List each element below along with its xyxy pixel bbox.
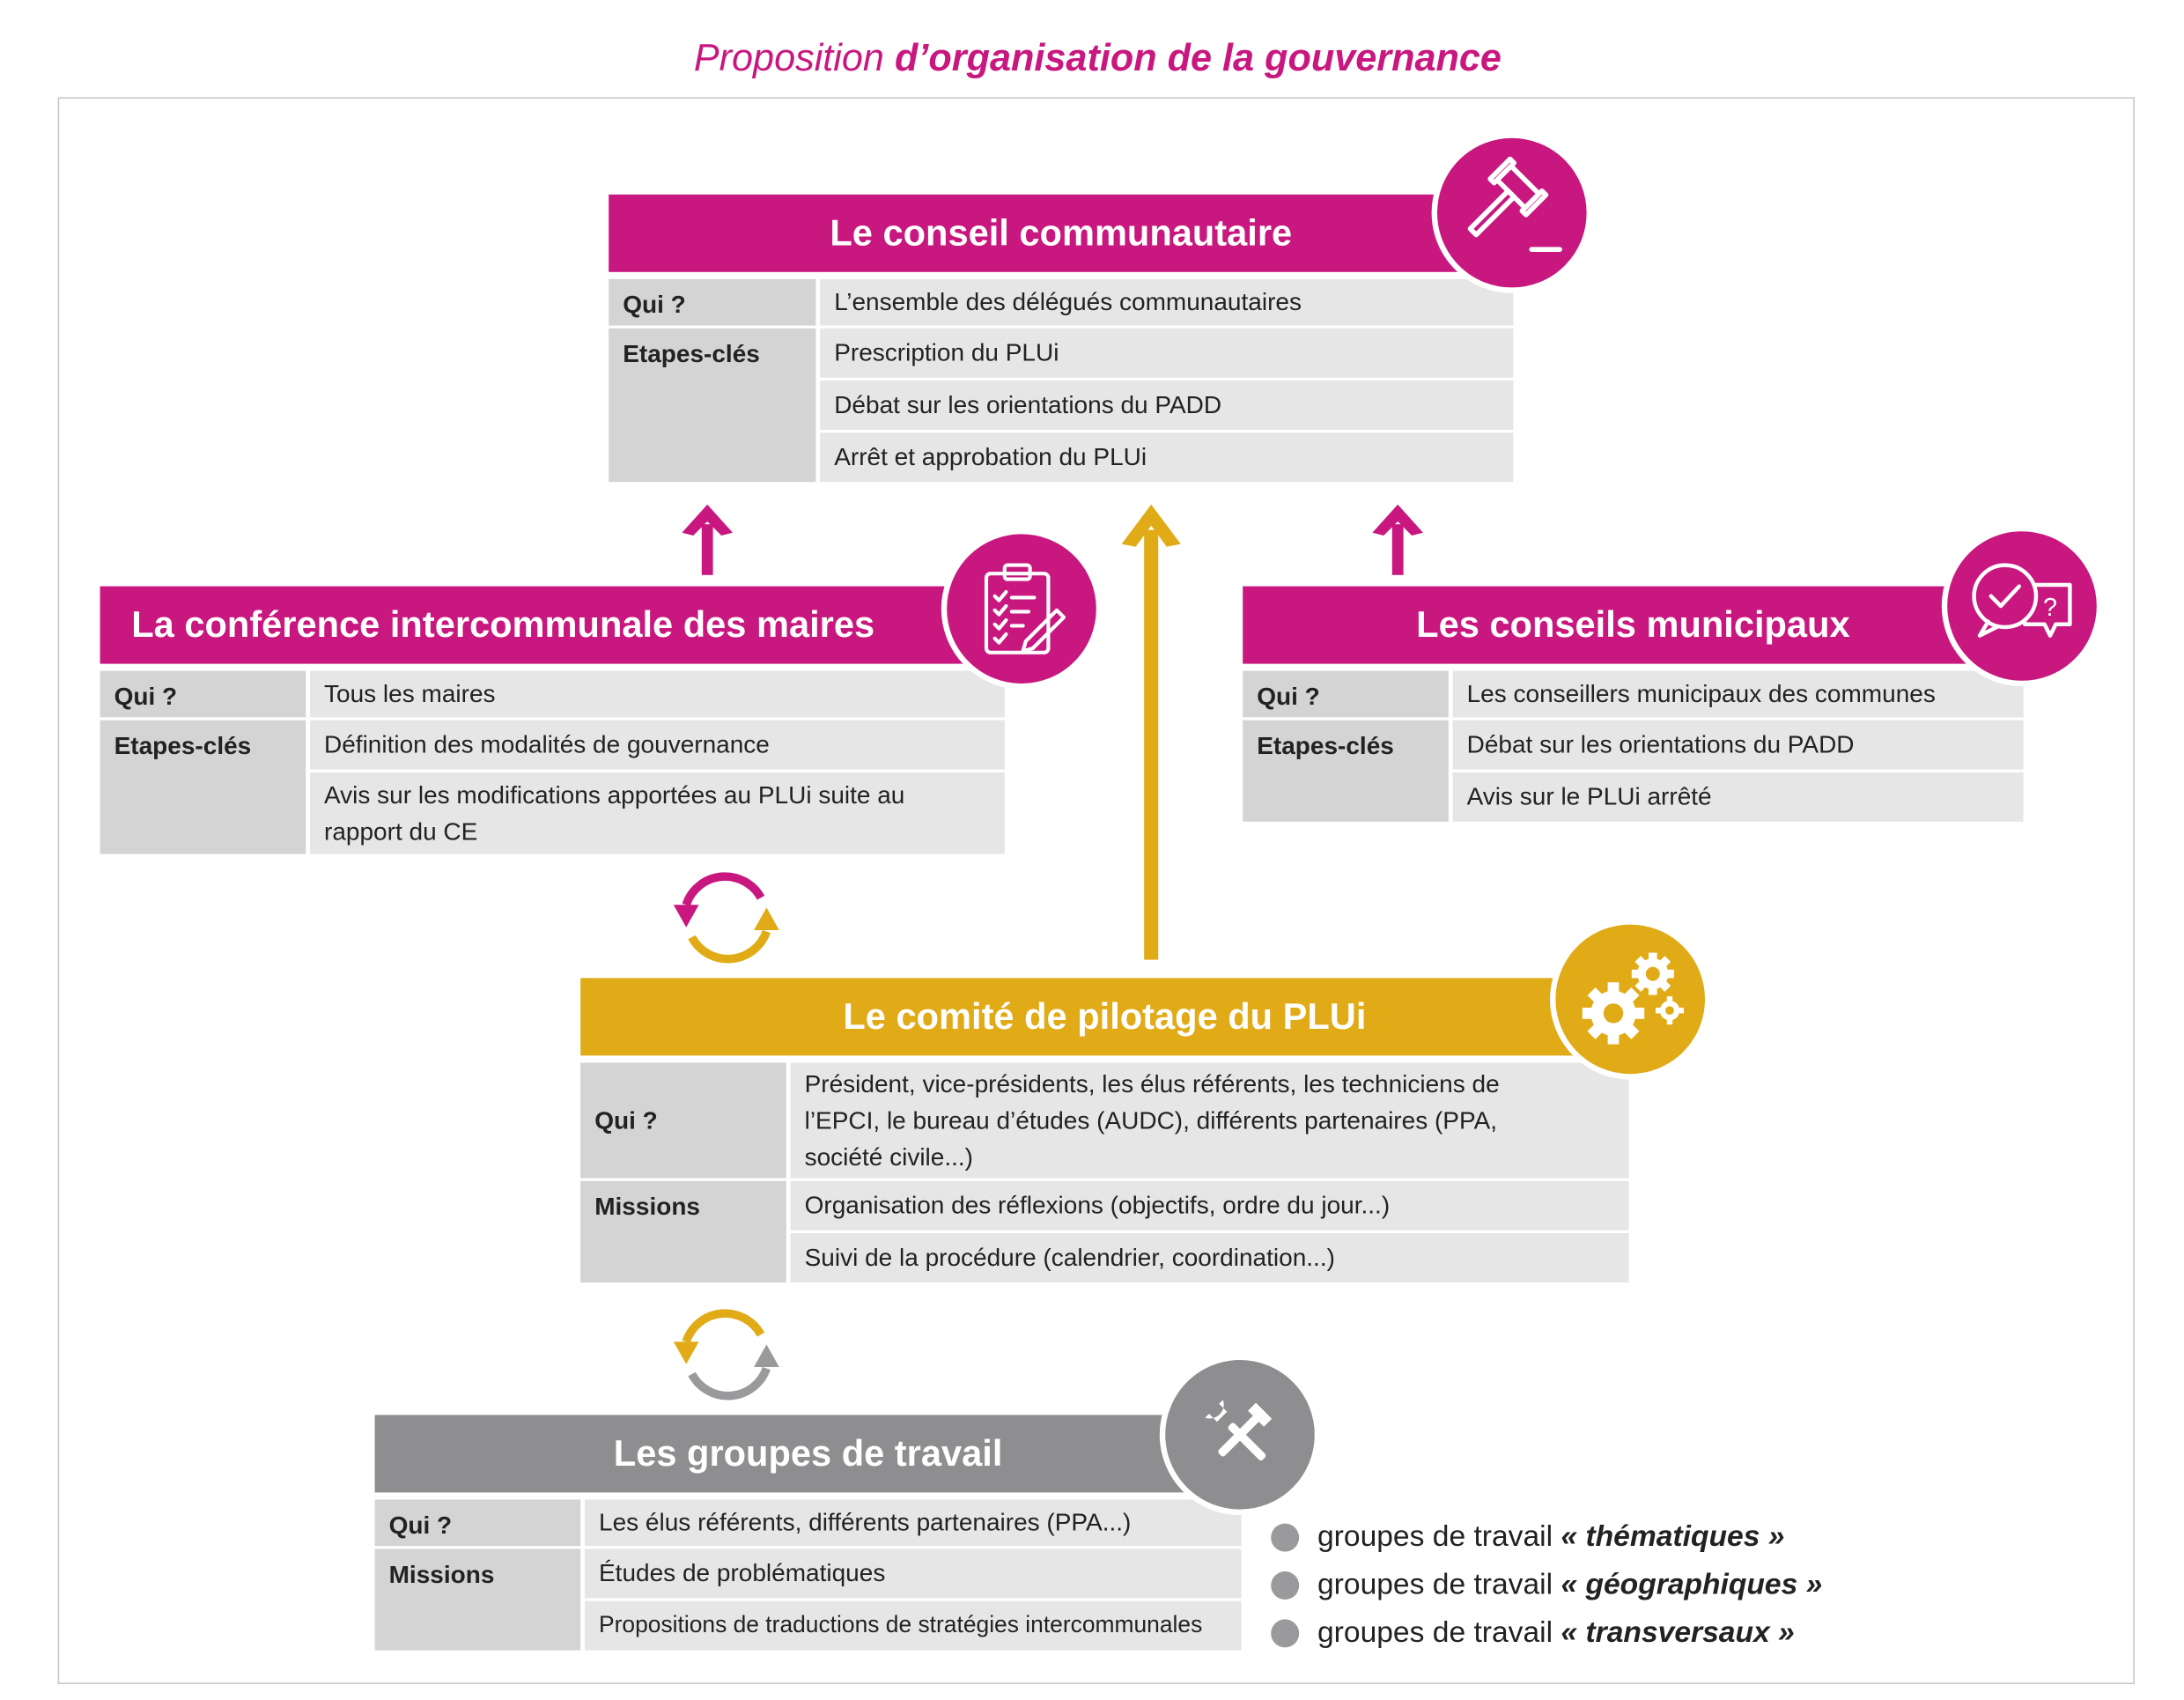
table-row: Missions Études de problématiques (374, 1546, 1242, 1651)
groupes-travail-heading: Les groupes de travail (374, 1415, 1242, 1493)
table-row: Missions Organisation des réflexions (ob… (580, 1178, 1629, 1282)
gears-icon (1550, 919, 1711, 1080)
etape-item: Débat sur les orientations du PADD (820, 377, 1514, 430)
mission-item: Études de problématiques (585, 1546, 1242, 1599)
qui-label: Qui ? (100, 668, 310, 718)
legend: groupes de travail « thématiques » group… (1271, 1513, 1822, 1657)
title-normal: Proposition (693, 36, 884, 79)
missions-label: Missions (580, 1178, 791, 1282)
legend-prefix: groupes de travail (1317, 1616, 1553, 1649)
title-bold: d’organisation de la gouvernance (895, 36, 1502, 79)
etapes-label: Etapes-clés (100, 717, 310, 854)
clipboard-checklist-icon (941, 528, 1103, 690)
etapes-label: Etapes-clés (1243, 717, 1453, 822)
etape-item: Avis sur les modifications apportées au … (310, 769, 1005, 854)
qui-value: L’ensemble des délégués communautaires (820, 276, 1514, 326)
etape-item: Prescription du PLUi (820, 325, 1514, 378)
conseil-communautaire-box: Le conseil communautaire Qui ? L’ensembl… (609, 194, 1514, 483)
legend-qualifier: « transversaux » (1561, 1616, 1795, 1649)
qui-value: Tous les maires (310, 668, 1005, 718)
legend-dot (1271, 1523, 1300, 1552)
legend-prefix: groupes de travail (1317, 1568, 1553, 1601)
comite-pilotage-table: Qui ? Président, vice-présidents, les él… (580, 1060, 1629, 1282)
table-row: Avis sur le PLUi arrêté (1243, 769, 2024, 822)
mission-item: Organisation des réflexions (objectifs, … (790, 1178, 1629, 1231)
table-row: Etapes-clés Définition des modalités de … (100, 717, 1005, 854)
legend-dot (1271, 1619, 1300, 1648)
tools-icon (1159, 1354, 1321, 1515)
svg-text:?: ? (2043, 594, 2057, 622)
legend-qualifier: « géographiques » (1561, 1568, 1823, 1601)
missions-label: Missions (374, 1546, 585, 1651)
mission-item: Suivi de la procédure (calendrier, coord… (790, 1230, 1629, 1282)
conseils-municipaux-box: Les conseils municipaux Qui ? Les consei… (1243, 586, 2024, 822)
qui-value: Les élus référents, différents partenair… (585, 1497, 1242, 1547)
conference-maires-box: La conférence intercommunale des maires … (100, 586, 1005, 854)
table-row: Suivi de la procédure (calendrier, coord… (580, 1230, 1629, 1282)
qui-label: Qui ? (1243, 668, 1453, 718)
qui-label: Qui ? (580, 1060, 791, 1179)
qui-value: Président, vice-présidents, les élus réf… (790, 1060, 1629, 1179)
cycle-icon-magenta-gold (673, 872, 779, 964)
conseils-municipaux-table: Qui ? Les conseillers municipaux des com… (1243, 668, 2024, 822)
gavel-icon (1431, 132, 1592, 293)
conseils-municipaux-heading: Les conseils municipaux (1243, 586, 2024, 664)
legend-item-transversaux: groupes de travail « transversaux » (1271, 1609, 1822, 1657)
etape-item: Définition des modalités de gouvernance (310, 717, 1005, 770)
legend-item-thematiques: groupes de travail « thématiques » (1271, 1513, 1822, 1561)
conseil-communautaire-heading-text: Le conseil communautaire (830, 211, 1293, 254)
diagram-frame (57, 97, 2135, 1684)
conference-maires-table: Qui ? Tous les maires Etapes-clés Défini… (100, 668, 1005, 854)
groupes-travail-box: Les groupes de travail Qui ? Les élus ré… (374, 1415, 1242, 1651)
etape-item: Arrêt et approbation du PLUi (820, 430, 1514, 483)
legend-prefix: groupes de travail (1317, 1520, 1553, 1554)
mission-item: Propositions de traductions de stratégie… (585, 1598, 1242, 1651)
legend-dot (1271, 1571, 1300, 1600)
legend-qualifier: « thématiques » (1561, 1520, 1785, 1554)
table-row: Etapes-clés Prescription du PLUi (609, 325, 1514, 483)
table-row: Qui ? L’ensemble des délégués communauta… (609, 276, 1514, 326)
arrow-comite-to-conseil (1121, 504, 1181, 960)
etape-item: Avis sur le PLUi arrêté (1452, 769, 2024, 822)
comite-pilotage-heading: Le comité de pilotage du PLUi (580, 978, 1629, 1056)
speech-bubbles-icon: ? (1941, 525, 2103, 687)
table-row: Avis sur les modifications apportées au … (100, 769, 1005, 854)
table-row: Propositions de traductions de stratégie… (375, 1598, 1242, 1651)
comite-pilotage-heading-text: Le comité de pilotage du PLUi (843, 994, 1367, 1038)
groupes-travail-table: Qui ? Les élus référents, différents par… (374, 1497, 1242, 1651)
etape-item: Débat sur les orientations du PADD (1452, 717, 2024, 770)
conference-maires-heading-text: La conférence intercommunale des maires (131, 602, 875, 646)
qui-label: Qui ? (374, 1497, 585, 1547)
conseil-communautaire-heading: Le conseil communautaire (609, 194, 1514, 272)
qui-label: Qui ? (609, 276, 821, 326)
diagram-title: Proposition d’organisation de la gouvern… (0, 37, 2184, 81)
qui-value: Les conseillers municipaux des communes (1452, 668, 2024, 718)
cycle-icon-gold-grey (673, 1309, 779, 1401)
table-row: Débat sur les orientations du PADD (609, 377, 1514, 430)
conseil-communautaire-table: Qui ? L’ensemble des délégués communauta… (609, 276, 1514, 483)
etapes-label: Etapes-clés (609, 325, 821, 483)
conseils-municipaux-heading-text: Les conseils municipaux (1416, 602, 1850, 646)
arrow-conference-to-conseil (682, 504, 733, 575)
table-row: Qui ? Les élus référents, différents par… (374, 1497, 1242, 1547)
conference-maires-heading: La conférence intercommunale des maires (100, 586, 1005, 664)
groupes-travail-heading-text: Les groupes de travail (613, 1431, 1003, 1475)
table-row: Arrêt et approbation du PLUi (609, 430, 1514, 483)
table-row: Qui ? Tous les maires (100, 668, 1005, 718)
arrow-municipaux-to-conseil (1372, 504, 1423, 575)
table-row: Qui ? Les conseillers municipaux des com… (1243, 668, 2024, 718)
table-row: Qui ? Président, vice-présidents, les él… (580, 1060, 1629, 1179)
legend-item-geographiques: groupes de travail « géographiques » (1271, 1562, 1822, 1609)
table-row: Etapes-clés Débat sur les orientations d… (1243, 717, 2024, 822)
comite-pilotage-box: Le comité de pilotage du PLUi Qui ? Prés… (580, 978, 1629, 1282)
